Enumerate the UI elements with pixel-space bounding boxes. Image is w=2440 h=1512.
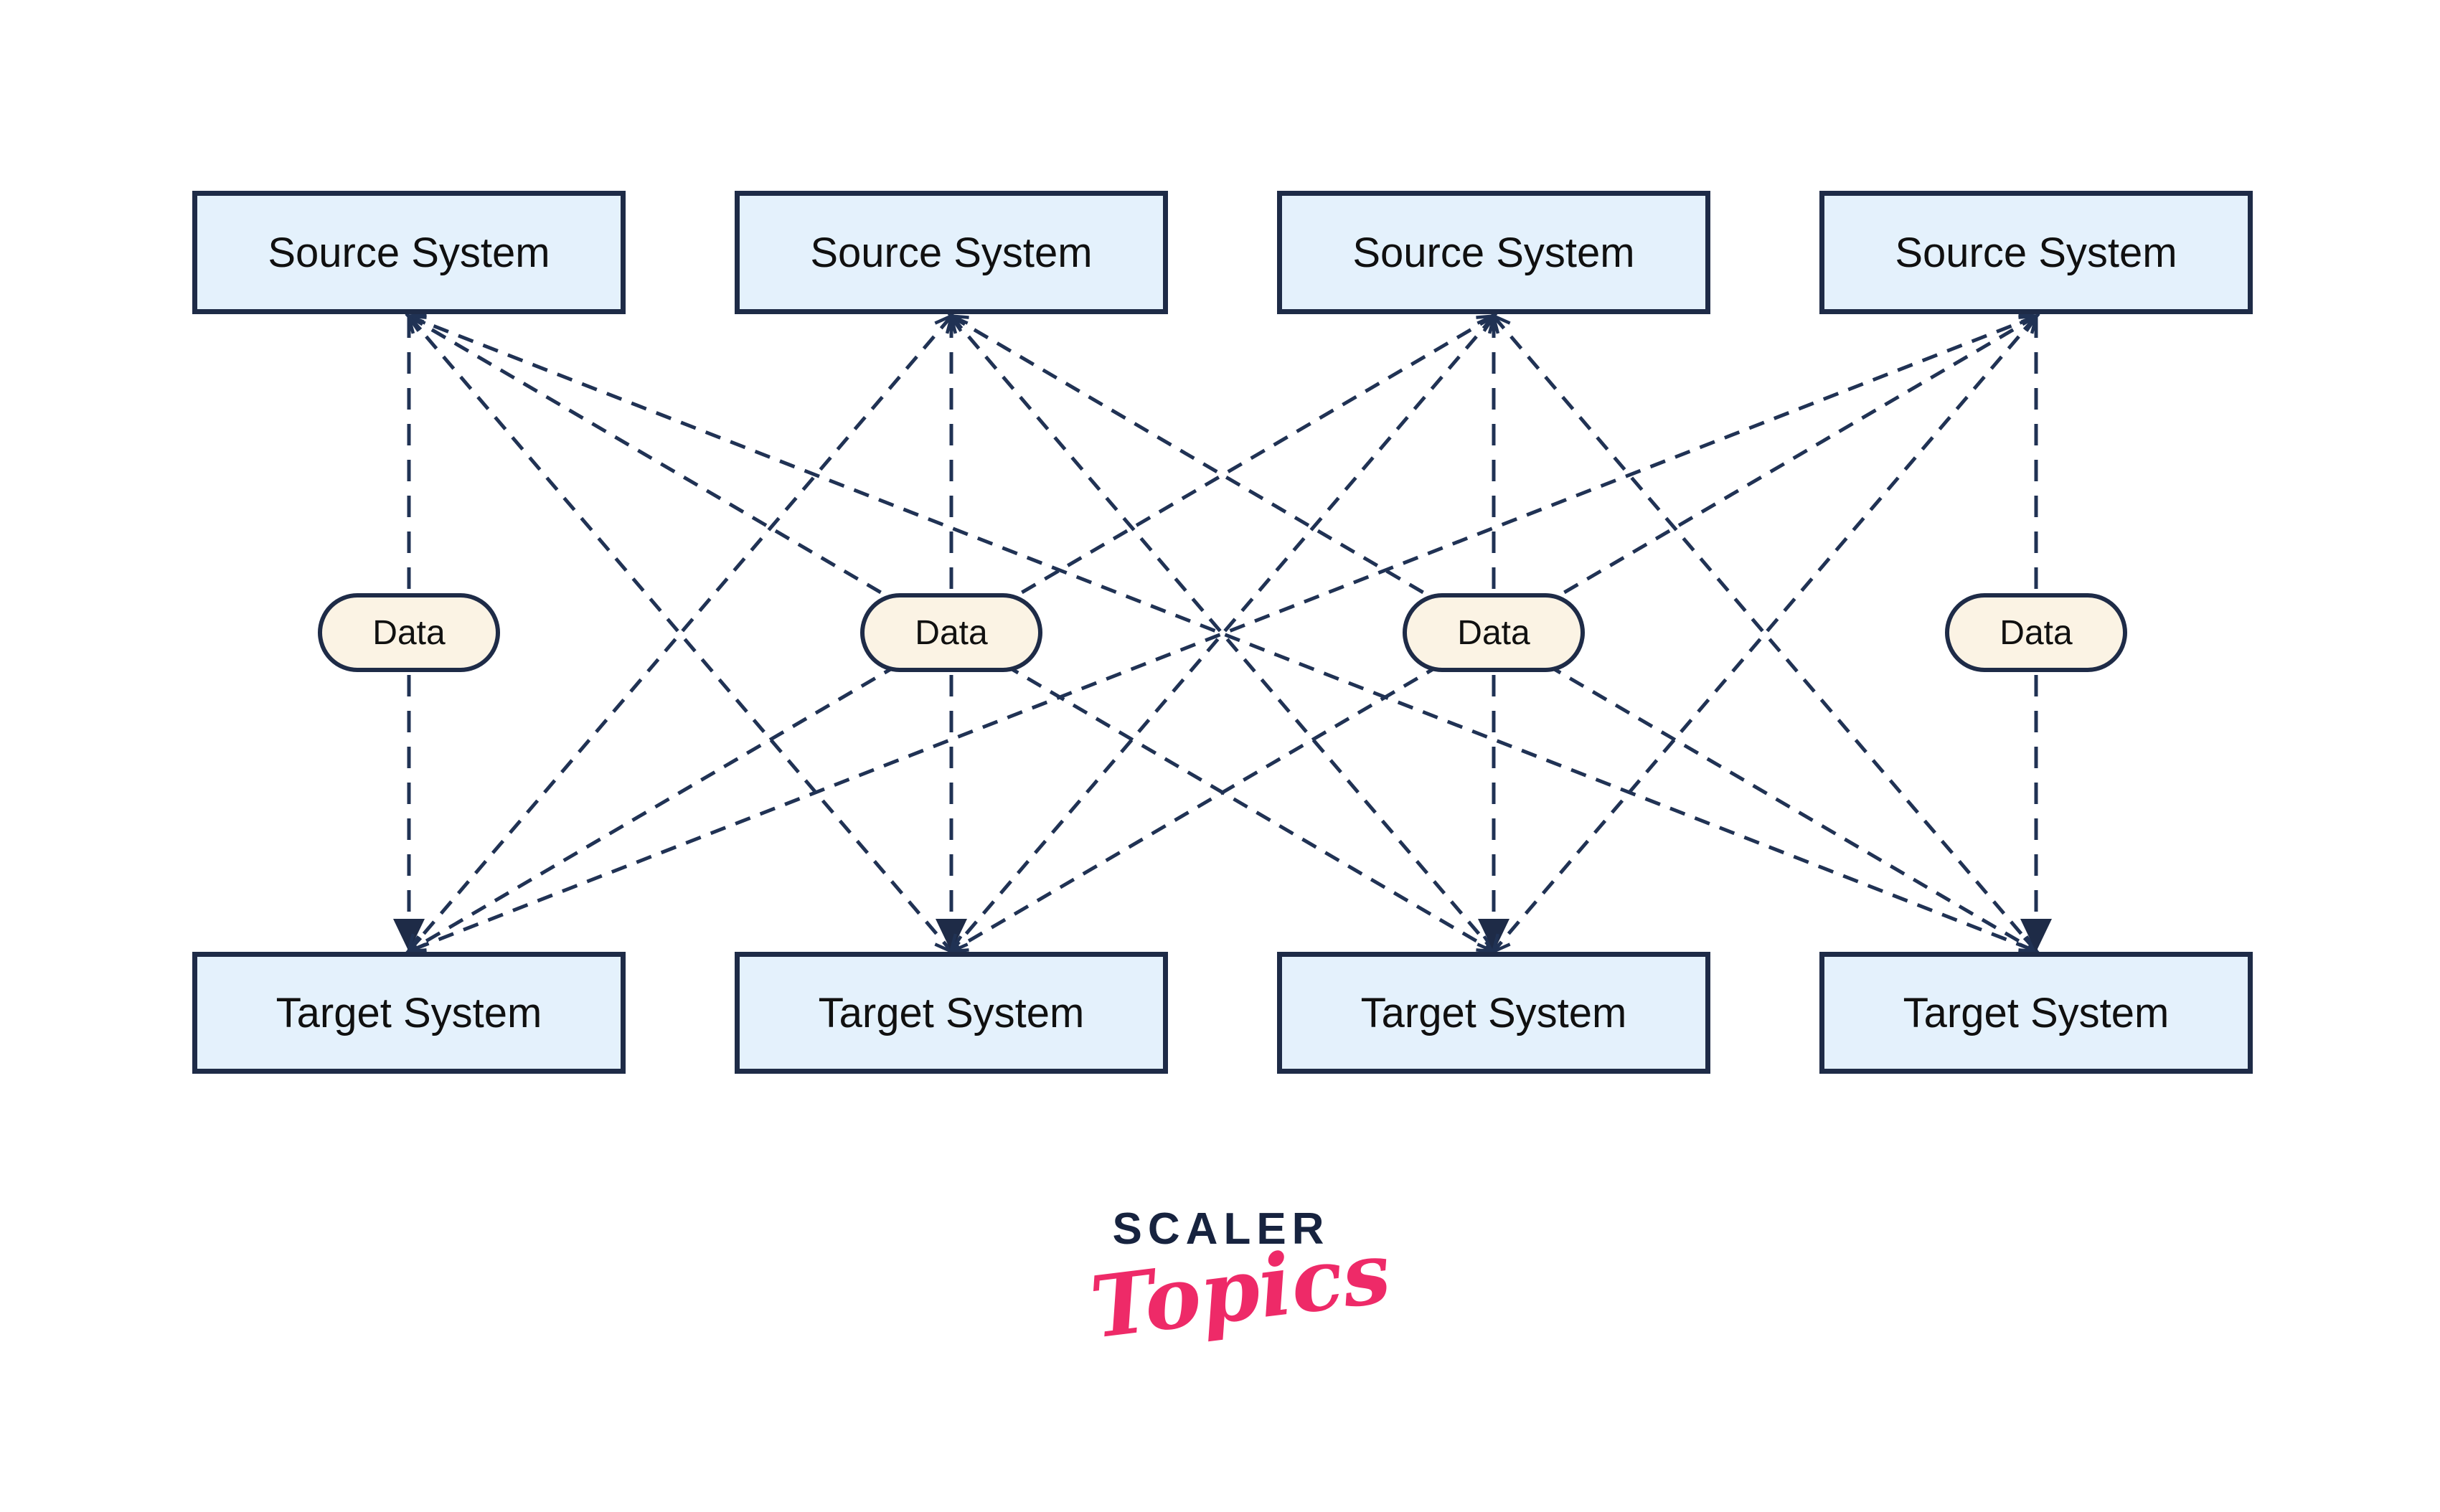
data-pill-label: Data — [915, 613, 988, 652]
target-system-label: Target System — [275, 989, 542, 1036]
source-system-box-2: Source System — [735, 191, 1168, 314]
edge-source4-target2 — [951, 316, 2036, 951]
source-system-label: Source System — [268, 229, 550, 276]
target-system-label: Target System — [818, 989, 1085, 1036]
source-system-label: Source System — [810, 229, 1093, 276]
data-pill-label: Data — [1999, 613, 2073, 652]
target-system-box-3: Target System — [1277, 952, 1710, 1074]
source-system-box-3: Source System — [1277, 191, 1710, 314]
source-system-label: Source System — [1352, 229, 1635, 276]
target-system-box-4: Target System — [1819, 952, 2253, 1074]
source-system-box-4: Source System — [1819, 191, 2253, 314]
source-system-box-1: Source System — [192, 191, 626, 314]
data-pill-3: Data — [1403, 593, 1585, 672]
edge-source4-target1 — [409, 316, 2036, 951]
target-system-box-1: Target System — [192, 952, 626, 1074]
edge-source4-target3 — [1494, 316, 2036, 951]
edge-source1-target4 — [409, 316, 2036, 951]
target-system-label: Target System — [1903, 989, 2170, 1036]
data-pill-label: Data — [372, 613, 446, 652]
data-pill-2: Data — [860, 593, 1042, 672]
source-system-label: Source System — [1895, 229, 2177, 276]
data-pill-label: Data — [1457, 613, 1530, 652]
target-system-box-2: Target System — [735, 952, 1168, 1074]
target-system-label: Target System — [1360, 989, 1627, 1036]
logo-brand-text: SCALER — [1112, 1204, 1330, 1254]
scaler-topics-logo: SCALER Topics — [1085, 1204, 1395, 1358]
data-pill-4: Data — [1945, 593, 2127, 672]
data-pill-1: Data — [318, 593, 500, 672]
